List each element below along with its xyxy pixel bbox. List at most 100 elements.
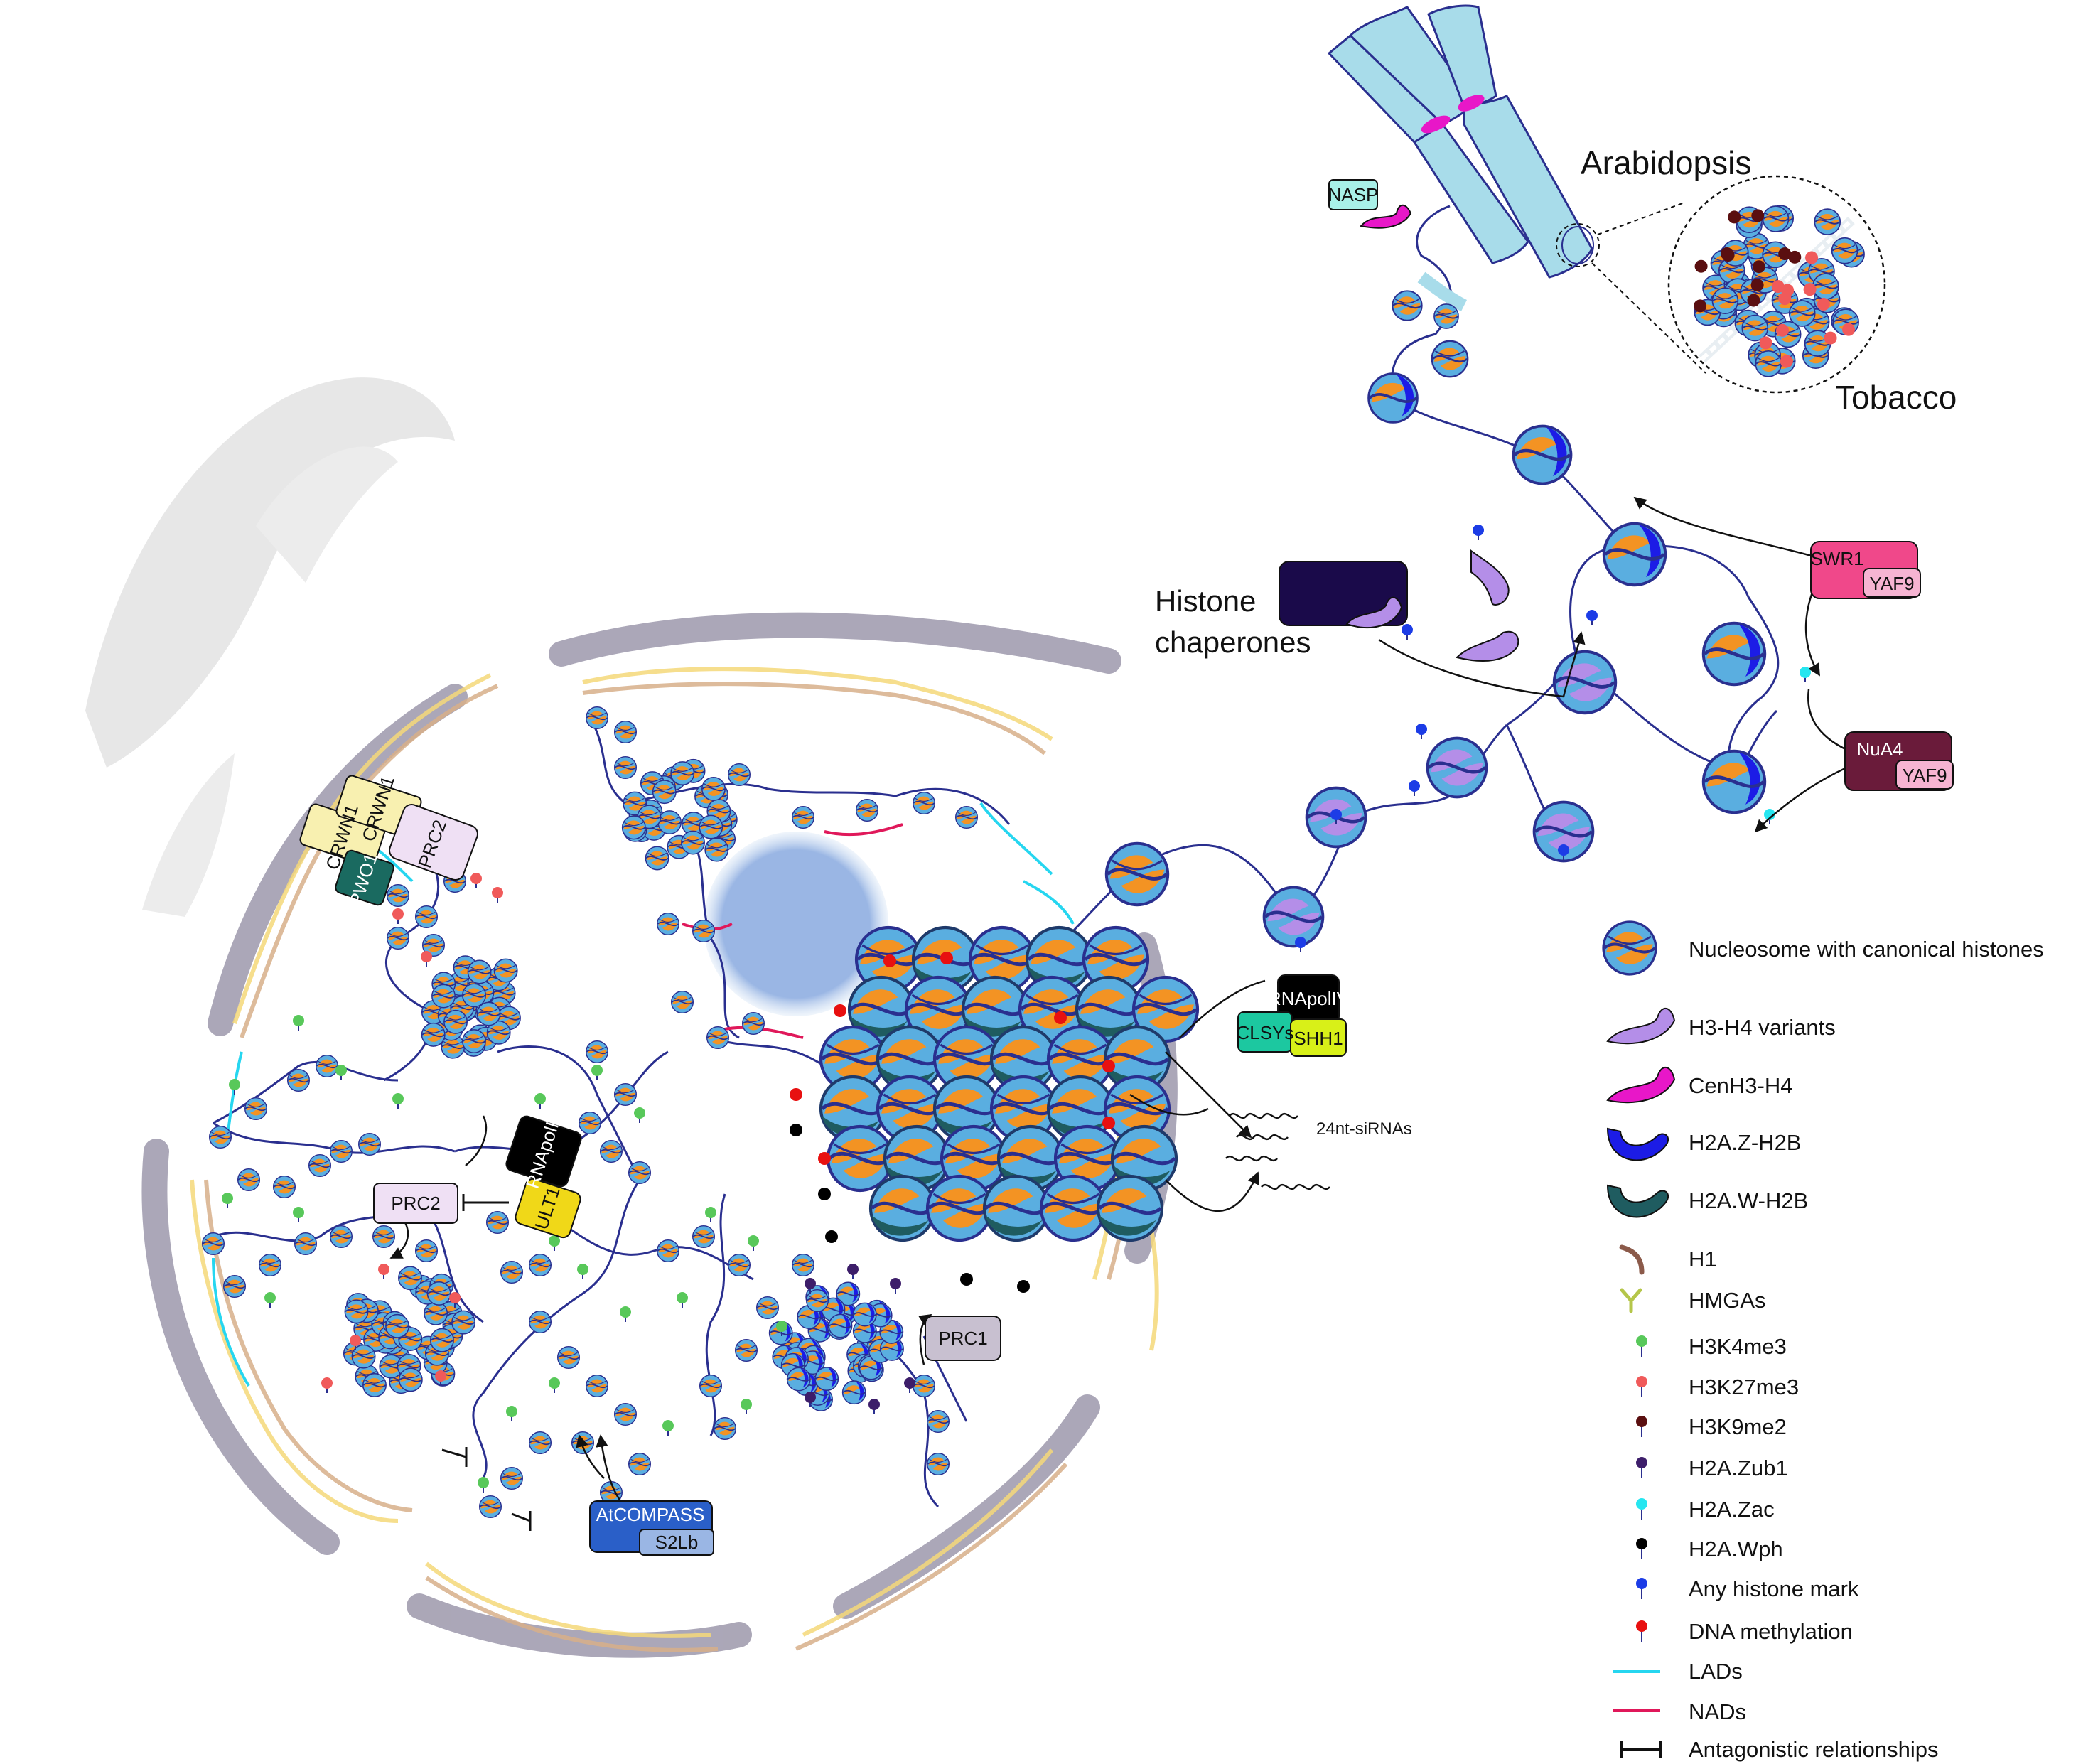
- nucleosome: [599, 1139, 623, 1163]
- nucleosome: [855, 798, 879, 822]
- nucleosome: [628, 1161, 652, 1185]
- any-histone-mark-icon: [1636, 1578, 1647, 1599]
- legend-item-h2az: H2A.Z-H2B: [1606, 1127, 1801, 1161]
- nucleosome: [1762, 205, 1790, 232]
- nucleosome: [656, 912, 680, 936]
- nasp-complex: NASP: [1328, 179, 1412, 229]
- nucleosome: [1264, 888, 1323, 947]
- histone-chaperone-complex: [1279, 549, 1519, 662]
- endoplasmic-reticulum-shape: [85, 377, 455, 917]
- nucleosome: [1755, 350, 1782, 377]
- h1-icon: [1619, 1244, 1645, 1275]
- nucleosome: [485, 1210, 510, 1235]
- nucleosome: [201, 1232, 225, 1256]
- nucleosome: [1831, 237, 1858, 264]
- nucleosome: [476, 1001, 501, 1026]
- histone-mark-dot: [577, 1264, 588, 1275]
- zoom-mark-dot: [1803, 283, 1817, 296]
- nucleosome: [244, 1097, 268, 1121]
- legend-label-h2azub1: H2A.Zub1: [1689, 1456, 1788, 1480]
- legend-label-lads: LADs: [1689, 1659, 1743, 1684]
- prc1-complex: PRC1: [925, 1316, 1001, 1361]
- histone-mark-dot: [293, 1015, 304, 1026]
- histone-mark-dot: [1800, 667, 1811, 678]
- nucleosome: [670, 760, 695, 786]
- nucleosome: [315, 1054, 339, 1078]
- legend-item-cenh3: CenH3-H4: [1606, 1067, 1792, 1104]
- h2azub1-icon: [1636, 1457, 1647, 1478]
- nucleosome: [912, 791, 936, 815]
- rnapoliv-label: RNApolIV: [1268, 988, 1350, 1009]
- nucleosome: [585, 1374, 609, 1398]
- histone-mark-dot: [1586, 610, 1598, 621]
- histone-mark-dot: [1473, 525, 1484, 536]
- nucleosome: [571, 1431, 595, 1455]
- sirna-squiggles: [1225, 1112, 1330, 1190]
- legend-item-any-histone-mark: Any histone mark: [1636, 1576, 1859, 1601]
- histone-mark-dot: [620, 1306, 631, 1318]
- nucleosome: [926, 1409, 950, 1434]
- legend-label-nucleosome: Nucleosome with canonical histones: [1689, 937, 2044, 962]
- zoom-mark-dot: [1776, 323, 1790, 337]
- nucleosome: [628, 1452, 652, 1476]
- crwn-pwo1-prc2-complex: CRWN1 CRWN1 PWO1 PRC2: [299, 773, 478, 908]
- nucleosome: [500, 1466, 524, 1490]
- zoom-mark-dot: [1759, 336, 1772, 350]
- legend-label-h1: H1: [1689, 1247, 1717, 1271]
- histone-mark-dot: [705, 1207, 716, 1218]
- nucleosome: [621, 815, 646, 840]
- nua4-label: NuA4: [1856, 738, 1903, 760]
- legend-label-h3k4me3: H3K4me3: [1689, 1334, 1787, 1359]
- nucleosome: [814, 1366, 839, 1392]
- zoom-nucleosome-cluster: [1694, 205, 1866, 377]
- histone-mark-dot: [1416, 724, 1427, 735]
- dna-methylation-dot: [883, 954, 896, 967]
- histone-mark-dot: [392, 1093, 404, 1104]
- h3h4-variant-icon: [1606, 1008, 1676, 1045]
- histone-mark-dot: [421, 951, 432, 962]
- nucleosome: [652, 780, 677, 805]
- nucleosome: [357, 1132, 382, 1156]
- zoom-mark-dot: [1780, 355, 1793, 368]
- nucleolus: [704, 832, 888, 1016]
- legend-item-h3h4: H3-H4 variants: [1606, 1008, 1836, 1045]
- nucleosome: [984, 1176, 1048, 1240]
- nucleosome: [585, 1040, 609, 1064]
- h3k4me3-icon: [1636, 1335, 1647, 1357]
- nucleosome: [461, 1028, 487, 1054]
- zoom-mark-dot: [1771, 280, 1785, 294]
- legend-label-dna_methylation: DNA methylation: [1689, 1619, 1853, 1644]
- nucleosome: [429, 1328, 455, 1352]
- nucleosome: [727, 1253, 751, 1277]
- nucleosome: [329, 1139, 353, 1163]
- histone-mark-dot: [868, 1399, 880, 1410]
- peripheral-dna-helix: [190, 667, 1159, 1652]
- zoom-mark-dot: [1728, 210, 1741, 224]
- nucleosome: [741, 1011, 765, 1036]
- histone-mark-dot: [1558, 844, 1569, 856]
- rnapolii-ult1-complex: RNApolII ULT1: [505, 1114, 582, 1239]
- nucleosome: [585, 706, 609, 730]
- nucleosome: [828, 1126, 892, 1190]
- dna-methylation-icon: [1636, 1620, 1647, 1642]
- nucleosome: [344, 1299, 369, 1324]
- nucleosome: [1814, 208, 1841, 236]
- legend-label-nads: NADs: [1689, 1699, 1746, 1724]
- nucleosome: [578, 1111, 602, 1135]
- histone-mark-dot: [335, 1065, 347, 1076]
- nucleosome: [1554, 652, 1615, 713]
- legend-item-nads: NADs: [1613, 1699, 1746, 1724]
- nucleosome: [1098, 1176, 1162, 1240]
- nucleosome: [384, 1313, 410, 1338]
- histone-mark-dot: [847, 1264, 859, 1275]
- legend-item-dna-methylation: DNA methylation: [1636, 1619, 1853, 1644]
- nucleosome: [926, 1452, 950, 1476]
- nucleosome: [706, 1026, 730, 1050]
- nucleosome: [613, 755, 638, 780]
- nucleosome: [556, 1345, 581, 1370]
- nucleosome: [398, 1367, 423, 1392]
- nucleosome: [258, 1253, 282, 1277]
- zoom-mark-dot: [1752, 260, 1765, 274]
- arabidopsis-label: Arabidopsis: [1581, 144, 1751, 181]
